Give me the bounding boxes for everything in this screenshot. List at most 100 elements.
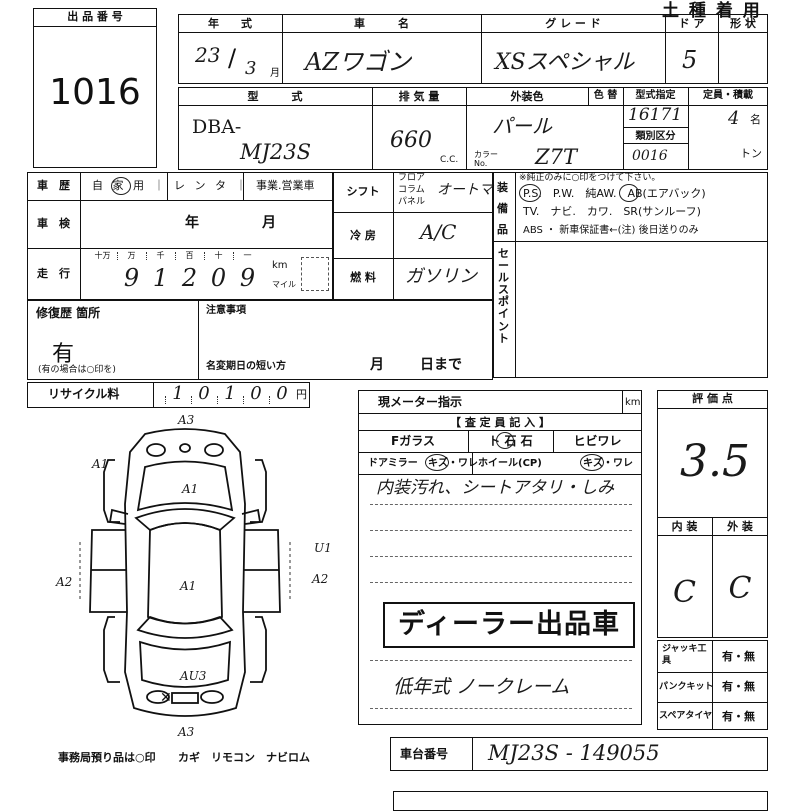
- damage-label-rear: A3: [178, 725, 195, 739]
- year-label: 年 式: [208, 17, 252, 30]
- mileage-place-label: 十: [214, 251, 223, 260]
- name-change-label: 名変期日の短い方: [206, 361, 286, 372]
- office-items: カギ リモコン ナビロム: [178, 751, 310, 764]
- mileage-digit: 0: [210, 264, 227, 292]
- shift-value: オートマ: [437, 182, 493, 198]
- km-label: km: [272, 260, 288, 271]
- equipment-line2: TV. ナビ. カワ. SR(サンルーフ): [523, 205, 701, 218]
- damage-label-left-side: A2: [56, 575, 73, 589]
- damage-label-front: A3: [178, 413, 195, 427]
- mileage-digit: 1: [152, 264, 169, 292]
- ps-circle: [519, 184, 541, 202]
- jack-label: ジャッキ工 具: [662, 644, 716, 666]
- meter-km: km: [625, 397, 641, 408]
- recycle-yen: 円: [296, 388, 307, 401]
- recycle-digit: 0: [250, 383, 262, 404]
- shift-opt-panel: パネル: [398, 197, 426, 207]
- row2-box: [178, 87, 768, 170]
- mileage-label: 走 行: [37, 267, 70, 280]
- color-no-label: カラー No.: [474, 150, 498, 169]
- crack-label: ヒビワレ: [573, 434, 622, 448]
- puncture-kit-label: パンクキット: [659, 682, 714, 692]
- lot-box: [33, 8, 157, 168]
- lot-number: 1016: [49, 72, 141, 113]
- wheel-options: キズ・ワレ: [583, 458, 633, 469]
- score-label: 評 価 点: [692, 392, 733, 405]
- usage-badge: 土 種 着 用: [662, 1, 762, 21]
- model-label: 型 式: [247, 90, 303, 103]
- chassis-value: MJ23S - 149055: [488, 741, 660, 765]
- row1-box: [178, 14, 768, 84]
- damage-label-right-mark: U1: [314, 541, 332, 555]
- recycle-digit: 1: [224, 383, 236, 404]
- mirror-circle: [425, 454, 449, 471]
- mile-checkbox[interactable]: [301, 257, 329, 291]
- jack-option[interactable]: 有・無: [722, 650, 755, 663]
- mileage-place-label: 万: [127, 251, 136, 260]
- aw-circle: [619, 184, 639, 202]
- capacity-value: 4: [728, 108, 740, 129]
- mileage-digit: 9: [239, 264, 256, 292]
- wheel-circle: [580, 454, 604, 471]
- mirror-options: キズ・ワレ: [428, 458, 478, 469]
- damage-label-left-front: A1: [92, 457, 109, 471]
- inspection-label: 車 検: [37, 217, 70, 230]
- damage-label-roof: A1: [180, 579, 197, 593]
- fuel-label: 燃 料: [350, 271, 376, 284]
- spare-tire-option[interactable]: 有・無: [722, 710, 755, 723]
- class-label: 類別区分: [635, 131, 676, 142]
- exterior-label: 外 装: [727, 520, 753, 533]
- grade-value: XSスペシャル: [495, 50, 635, 75]
- interior-label: 内 装: [671, 520, 698, 533]
- door-value: 5: [682, 46, 698, 74]
- inspection-month: 月: [262, 215, 276, 231]
- appraiser-note-interior: 内装汚れ、シートアタリ・しみ: [376, 478, 615, 498]
- equipment-box: [493, 172, 768, 242]
- mileage-place-label: 千: [156, 251, 165, 260]
- shift-label: シフト: [346, 185, 380, 198]
- ton-unit: トン: [740, 147, 762, 160]
- appraiser-note-claim: 低年式 ノークレーム: [393, 676, 570, 698]
- car-diagram: [79, 428, 291, 717]
- ac-label: 冷 房: [350, 229, 376, 242]
- repair-value: 有: [52, 342, 75, 367]
- spec-box: [333, 172, 493, 300]
- mileage-place-label: 一: [243, 251, 252, 260]
- car-name-label: 車 名: [354, 17, 409, 30]
- name-change-month: 月: [370, 357, 384, 373]
- damage-label-hood: A1: [182, 482, 199, 496]
- equipment-label: 装 備 品: [497, 181, 508, 236]
- class-value: 0016: [632, 148, 668, 164]
- damage-label-trunk: AU3: [180, 669, 207, 683]
- equipment-line3: ABS ・ 新車保証書←(注) 後日送りのみ: [523, 225, 699, 236]
- name-change-day: 日まで: [420, 357, 462, 373]
- door-label: ド ア: [678, 17, 705, 30]
- score-value: 3.5: [680, 436, 750, 487]
- recycle-box: [27, 382, 310, 408]
- inspection-year: 年: [185, 215, 199, 231]
- displacement-label: 排 気 量: [398, 90, 440, 103]
- model-spec-label: 型式指定: [635, 90, 676, 101]
- chassis-box: [390, 737, 768, 771]
- history-options: 自 家 用 ｜ レ ン タ ｜ 事業.営業車: [92, 179, 315, 192]
- appraiser-header: 【 査 定 員 記 入 】: [450, 416, 550, 429]
- mileage-digit: 9: [123, 264, 140, 292]
- color-no-value: Z7T: [535, 145, 577, 169]
- fuel-value: ガソリン: [405, 266, 477, 287]
- meter-label: 現メーター指示: [378, 395, 463, 409]
- puncture-kit-option[interactable]: 有・無: [722, 680, 755, 693]
- model-spec-value: 16171: [628, 105, 683, 125]
- damage-label-right-side: A2: [312, 572, 329, 586]
- sales-point-box: [493, 242, 768, 378]
- recycle-label: リサイクル料: [48, 387, 120, 401]
- shift-opt-column: コラム: [398, 185, 425, 195]
- ac-value: A/C: [420, 220, 457, 244]
- glass-label: Fガラス: [391, 434, 435, 448]
- recycle-digit: 0: [276, 383, 288, 404]
- rear-x-mark: ✕: [160, 690, 172, 706]
- caution-label: 注意事項: [206, 305, 246, 316]
- chassis-label: 車台番号: [400, 747, 449, 761]
- month-unit: 月: [270, 68, 280, 79]
- spare-tire-label: スペアタイヤ: [659, 711, 713, 721]
- equipment-note: ※純正のみに○印をつけて下さい。: [519, 173, 661, 183]
